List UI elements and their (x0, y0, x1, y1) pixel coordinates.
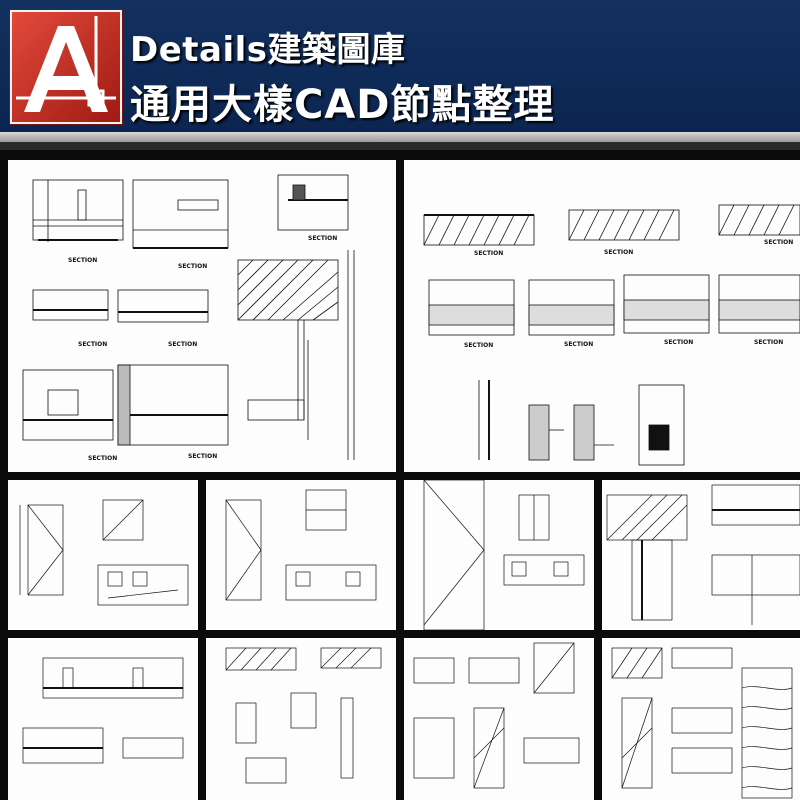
svg-text:SECTION: SECTION (464, 342, 493, 349)
svg-text:SECTION: SECTION (474, 250, 503, 257)
sheet-misc-details-2 (404, 638, 594, 800)
svg-text:SECTION: SECTION (604, 249, 633, 256)
cad-drawing: SECTION SECTION SECTION SECTION SECTION … (22, 174, 355, 462)
svg-text:SECTION: SECTION (178, 263, 207, 270)
sheet-wall-details-1 (602, 480, 800, 630)
svg-text:SECTION: SECTION (754, 339, 783, 346)
svg-text:SECTION: SECTION (188, 453, 217, 460)
cad-drawing: SECTION SECTION SECTION SECTION SECTION … (423, 204, 800, 466)
cad-drawing (225, 647, 382, 784)
sheet-door-elevation-2 (206, 480, 396, 630)
svg-text:SECTION: SECTION (68, 257, 97, 264)
svg-text:SECTION: SECTION (664, 339, 693, 346)
autocad-logo-icon (10, 10, 122, 124)
cad-drawing (413, 642, 580, 789)
cad-drawing (225, 489, 377, 601)
svg-text:SECTION: SECTION (308, 235, 337, 242)
svg-text:SECTION: SECTION (564, 341, 593, 348)
cad-drawing (22, 657, 184, 764)
sheet-wall-details-2 (602, 638, 800, 800)
page-subtitle: 通用大樣CAD節點整理 (130, 82, 555, 128)
brand-title: Details建築圖庫 (130, 30, 406, 70)
logo-graphic (12, 12, 120, 122)
svg-text:SECTION: SECTION (78, 341, 107, 348)
svg-text:SECTION: SECTION (168, 341, 197, 348)
header-shadow (0, 142, 800, 150)
svg-text:SECTION: SECTION (764, 239, 793, 246)
cad-drawing (19, 499, 189, 606)
cad-drawing (423, 480, 585, 630)
svg-text:SECTION: SECTION (88, 455, 117, 462)
sheet-ceiling-details-2 (8, 638, 198, 800)
sheet-door-elevation-1 (8, 480, 198, 630)
header-banner: Details建築圖庫 通用大樣CAD節點整理 (0, 0, 800, 132)
sheet-door-elevation-3 (404, 480, 594, 630)
cad-drawing (611, 647, 793, 799)
sheet-floor-sections: SECTION SECTION SECTION SECTION SECTION … (404, 160, 800, 472)
cad-drawing (606, 484, 800, 625)
header-divider (0, 132, 800, 142)
sheet-misc-details-1 (206, 638, 396, 800)
sheet-ceiling-sections: SECTION SECTION SECTION SECTION SECTION … (8, 160, 396, 472)
